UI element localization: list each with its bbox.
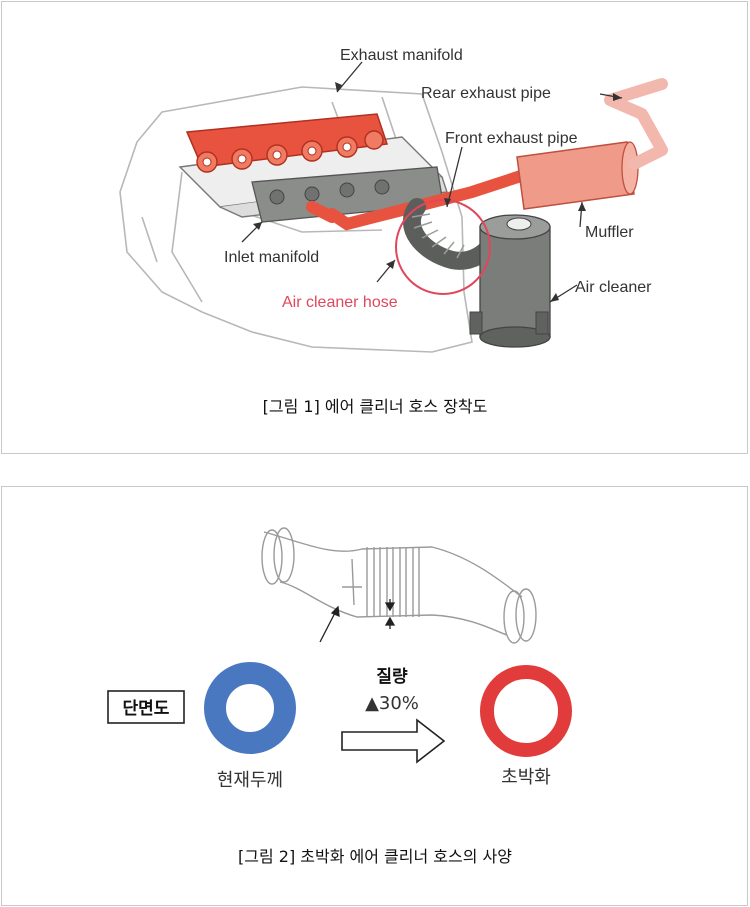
thin-ring: [480, 665, 572, 757]
label-inlet-manifold: Inlet manifold: [224, 249, 319, 266]
hose-highlight-circle: [395, 199, 491, 295]
cross-section-label: 단면도: [123, 699, 170, 719]
current-thickness-label: 현재두께: [217, 770, 283, 791]
rear-exhaust-pipe: [604, 78, 668, 170]
figure-1-caption: [그림 1] 에어 클리너 호스 장착도: [263, 397, 488, 416]
label-rear-exhaust-pipe: Rear exhaust pipe: [421, 85, 551, 102]
exhaust-manifold: [185, 113, 389, 173]
front-exhaust-pipe: [326, 168, 533, 231]
weight-change-label: ▲30%: [365, 693, 419, 714]
label-air-cleaner-hose: Air cleaner hose: [282, 294, 398, 311]
reduction-arrow: [341, 718, 446, 764]
hose-drawing: [261, 527, 537, 644]
cross-section-label-box: [107, 690, 185, 724]
figure-2-panel: 단면도 현재두께 질량 ▲30% 초박화 [그림 2] 초박화 에어 클리너 호…: [1, 486, 748, 906]
label-muffler: Muffler: [585, 224, 634, 241]
hose-spec-diagram: 단면도 현재두께 질량 ▲30% 초박화 [그림 2] 초박화 에어 클리너 호…: [107, 527, 572, 866]
leader-arrowheads: [253, 82, 622, 302]
label-front-exhaust-pipe: Front exhaust pipe: [445, 130, 578, 147]
thin-label: 초박화: [501, 767, 551, 788]
weight-label: 질량: [376, 666, 408, 687]
engine-diagram: Exhaust manifold Rear exhaust pipe Front…: [119, 47, 668, 416]
figure-2-caption: [그림 2] 초박화 에어 클리너 호스의 사양: [238, 847, 512, 866]
muffler: [516, 141, 639, 210]
label-air-cleaner: Air cleaner: [575, 279, 652, 296]
air-cleaner-part: [469, 214, 551, 348]
figure-1-panel: Exhaust manifold Rear exhaust pipe Front…: [1, 1, 748, 454]
current-thickness-ring: [204, 662, 296, 754]
label-exhaust-manifold: Exhaust manifold: [340, 47, 463, 64]
thickness-arrows: [319, 599, 396, 643]
